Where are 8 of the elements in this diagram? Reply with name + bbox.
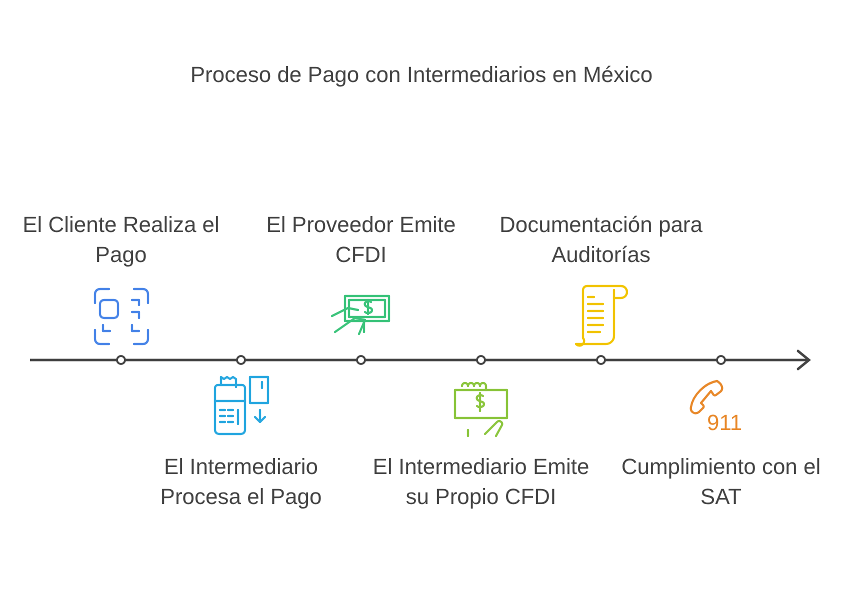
event-label: El Proveedor Emite CFDI [251,210,471,270]
diagram-title: Proceso de Pago con Intermediarios en México [189,62,654,88]
event-label: Cumplimiento con el SAT [611,452,831,512]
event-label: El Intermediario Procesa el Pago [131,452,351,512]
emergency-number: 911 [707,410,742,436]
event-label: El Intermediario Emite su Propio CFDI [371,452,591,512]
event-label: Documentación para Auditorías [491,210,711,270]
event-label: El Cliente Realiza el Pago [11,210,231,270]
